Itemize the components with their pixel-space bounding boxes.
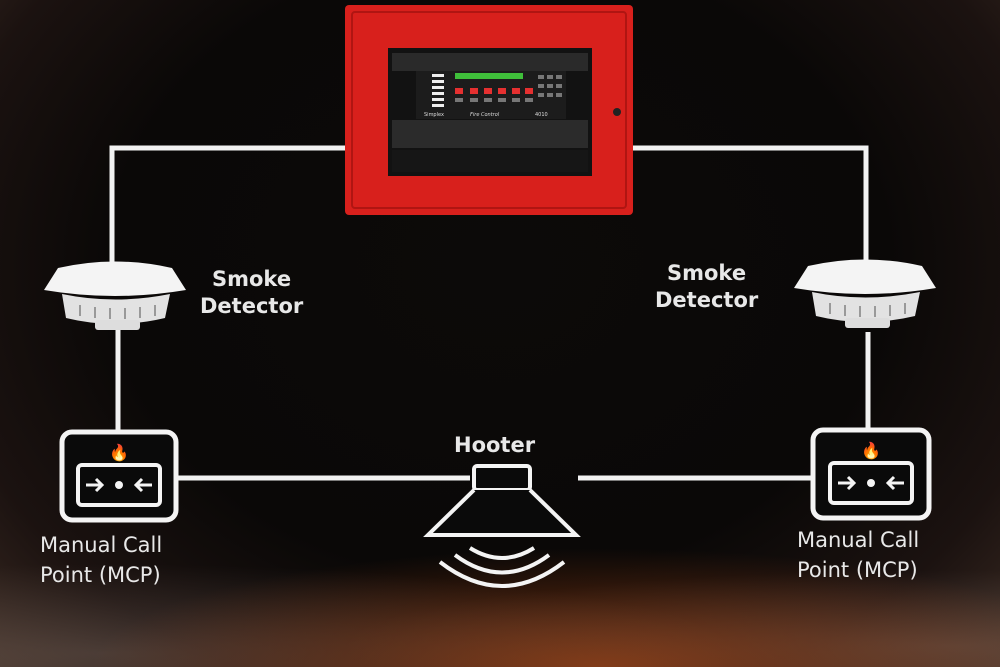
label-line: Detector — [655, 288, 759, 312]
label-line: Manual Call — [797, 528, 920, 552]
label-line: Manual Call — [40, 533, 163, 557]
fire-background — [0, 527, 1000, 667]
label-line: Point (MCP) — [40, 563, 161, 587]
smoke-detector-left-icon — [44, 261, 186, 330]
label-line: Smoke — [212, 267, 292, 291]
panel-model: 4010 — [535, 112, 548, 118]
svg-text:🔥: 🔥 — [109, 443, 129, 462]
key-lock-icon — [613, 108, 621, 116]
manual-call-point-left-icon: 🔥 — [59, 429, 179, 523]
panel-brand: Simplex — [424, 112, 444, 118]
wires — [109, 145, 871, 481]
label-line: Detector — [200, 294, 304, 318]
lcd-display — [455, 73, 523, 79]
smoke-detector-right-icon — [794, 259, 936, 328]
fire-alarm-control-panel: Simplex Fire Control 4010 — [345, 5, 633, 215]
panel-label: Fire Control — [470, 112, 500, 118]
label-line: Smoke — [667, 261, 747, 285]
label-line: Point (MCP) — [797, 558, 918, 582]
svg-text:🔥: 🔥 — [861, 441, 881, 460]
hooter-icon — [423, 464, 581, 588]
manual-call-point-right-icon: 🔥 — [810, 427, 932, 521]
hooter-label: Hooter — [454, 433, 536, 457]
